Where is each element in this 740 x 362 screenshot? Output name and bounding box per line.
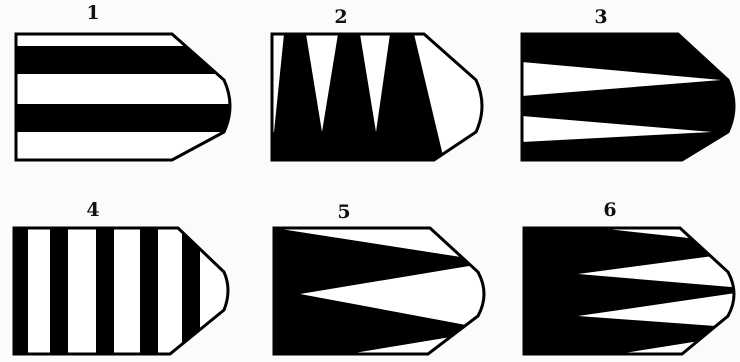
figure-label-6: 6 — [603, 201, 616, 220]
stripe-4 — [140, 222, 158, 362]
stripe-2 — [50, 222, 68, 362]
pattern-panel-3 — [516, 28, 740, 168]
figure-label-3: 3 — [594, 8, 607, 27]
figure-label-1: 1 — [86, 4, 99, 23]
pattern-panel-4 — [10, 222, 235, 362]
pattern-panel-5 — [268, 222, 493, 362]
pattern-panel-2 — [266, 28, 491, 168]
pattern-panel-1 — [10, 28, 235, 168]
stripe-2 — [10, 104, 235, 132]
figure-label-5: 5 — [337, 203, 350, 222]
figure-label-4: 4 — [86, 201, 99, 220]
stripe-1 — [14, 222, 28, 362]
stripe-3 — [96, 222, 114, 362]
figure-label-2: 2 — [334, 8, 347, 27]
pattern-panel-6 — [518, 222, 740, 362]
